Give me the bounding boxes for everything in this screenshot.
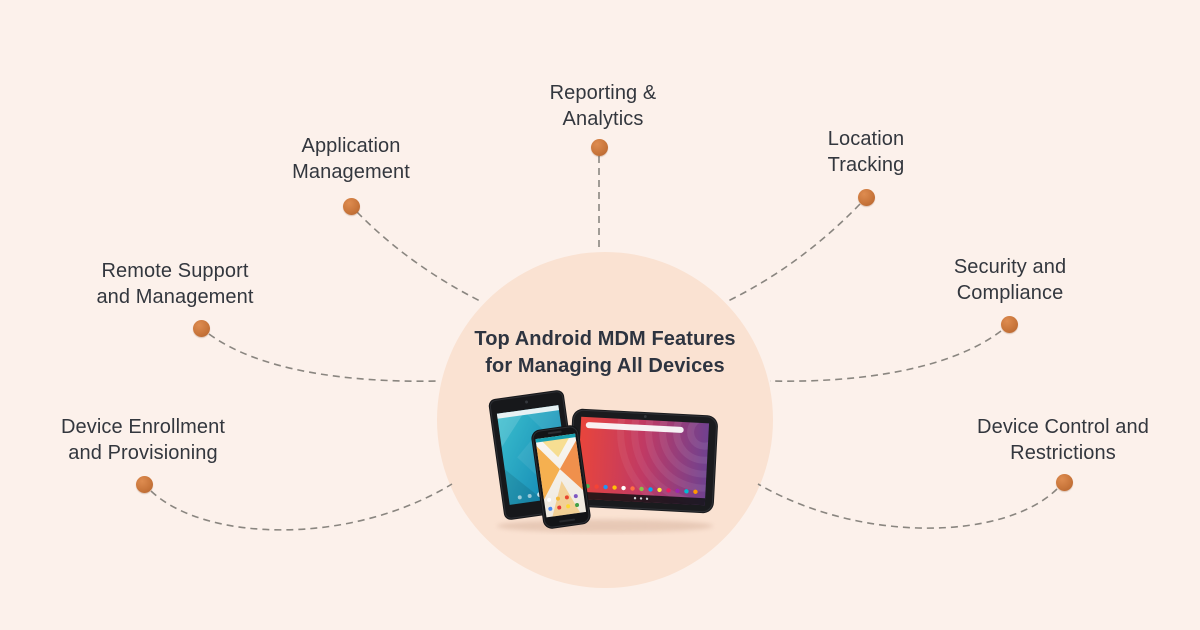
- android-devices-illustration: [488, 390, 718, 533]
- feature-label-line: Management: [292, 161, 410, 183]
- feature-label-line: Application: [301, 135, 401, 157]
- connector-application-management: [356, 211, 483, 303]
- feature-label-line: Device Control and: [977, 416, 1149, 438]
- bullet-dot-reporting-analytics: [590, 138, 608, 156]
- connector-security-compliance: [769, 330, 1002, 382]
- feature-label-line: Security and: [953, 256, 1067, 278]
- diagram-title-line: for Managing All Devices: [485, 355, 725, 377]
- diagram-title-line: Top Android MDM Features: [474, 328, 736, 350]
- connector-remote-support: [208, 333, 441, 382]
- feature-label-line: Compliance: [956, 282, 1064, 304]
- feature-label-line: Remote Support: [101, 260, 249, 282]
- feature-label-line: and Provisioning: [68, 442, 218, 464]
- feature-label-security-compliance: Security and Compliance: [954, 254, 1066, 306]
- feature-label-location-tracking: Location Tracking: [828, 126, 905, 178]
- feature-label-line: Tracking: [827, 154, 905, 176]
- bullet-dot-security-compliance: [1000, 315, 1018, 333]
- bullet-dot-device-control: [1055, 473, 1073, 491]
- feature-label-device-enrollment: Device Enrollment and Provisioning: [61, 414, 225, 466]
- phone-app-icons: [547, 494, 580, 511]
- bullet-dot-remote-support: [192, 319, 210, 337]
- large-tablet: [568, 408, 718, 514]
- connector-device-control: [757, 483, 1058, 529]
- feature-label-application-management: Application Management: [292, 133, 410, 185]
- phone: [531, 425, 591, 529]
- feature-label-line: Device Enrollment: [61, 416, 225, 438]
- bullet-dot-device-enrollment: [135, 475, 153, 493]
- devices-shadow: [497, 519, 713, 533]
- feature-label-line: Reporting &: [549, 82, 657, 104]
- connector-location-tracking: [725, 203, 861, 303]
- connector-device-enrollment: [150, 483, 453, 531]
- feature-label-line: Restrictions: [1010, 442, 1116, 464]
- diagram-title: Top Android MDM Features for Managing Al…: [474, 326, 735, 380]
- feature-label-line: Location: [827, 128, 905, 150]
- bullet-dot-location-tracking: [857, 188, 875, 206]
- feature-label-line: and Management: [96, 286, 254, 308]
- feature-label-line: Analytics: [562, 108, 644, 130]
- tablet-app-icons: [585, 483, 698, 494]
- feature-label-reporting-analytics: Reporting & Analytics: [550, 80, 657, 132]
- feature-label-device-control: Device Control and Restrictions: [977, 414, 1149, 466]
- feature-label-remote-support: Remote Support and Management: [96, 258, 253, 310]
- bullet-dot-application-management: [342, 197, 360, 215]
